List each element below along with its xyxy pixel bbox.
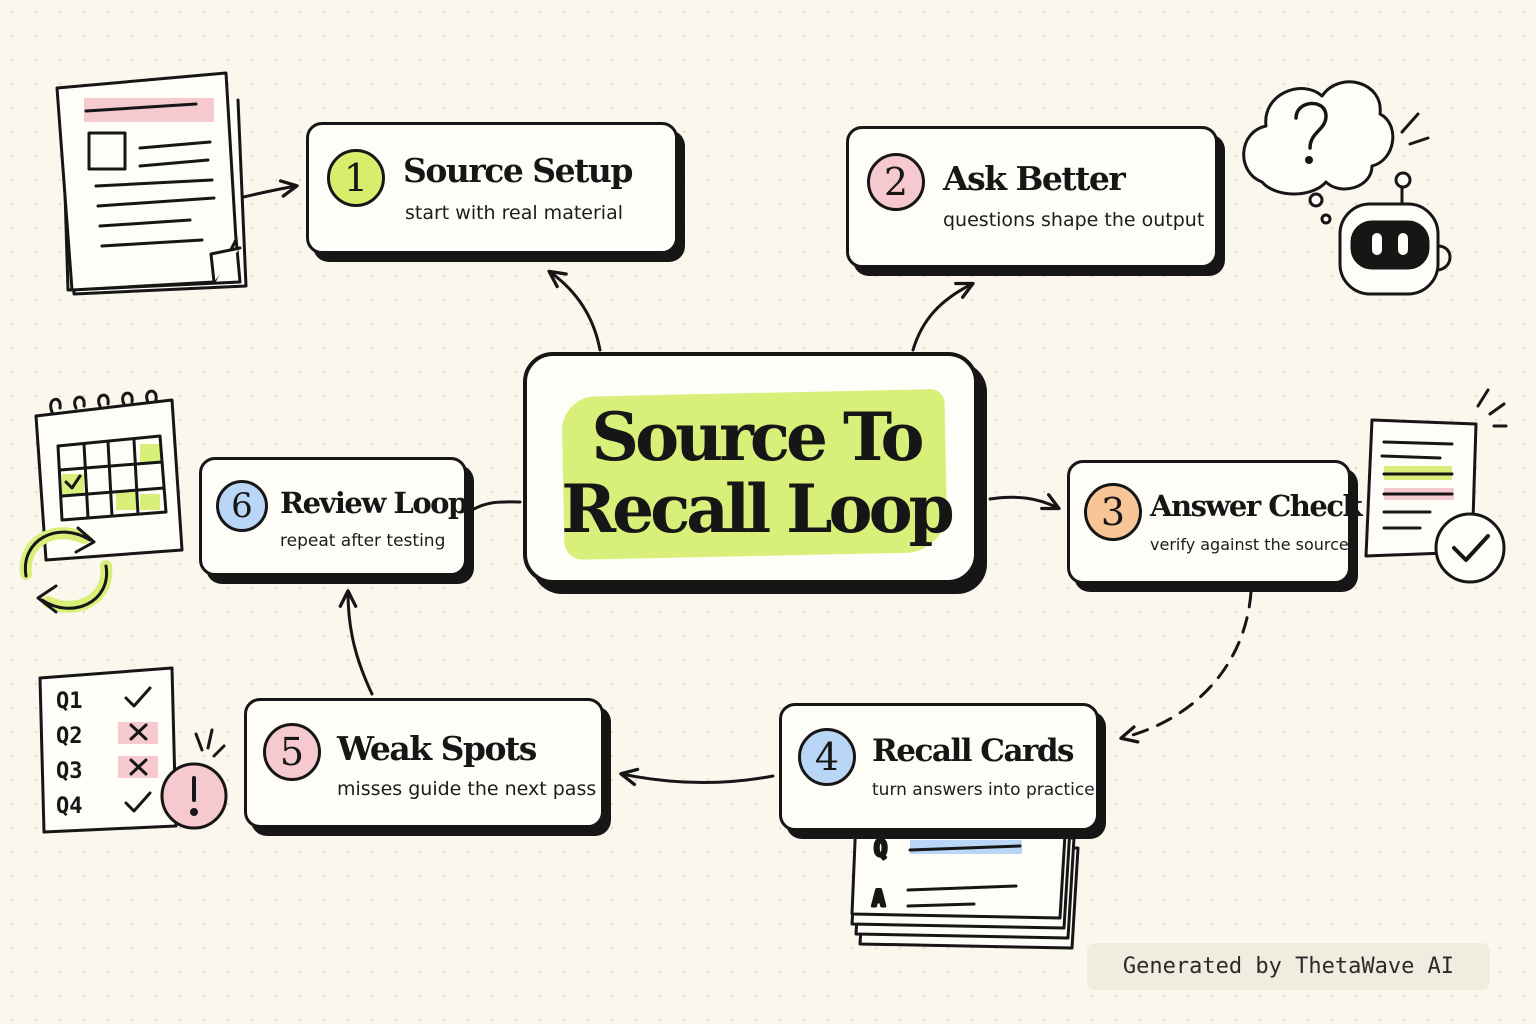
watermark-text: Generated by ThetaWave AI (1122, 954, 1455, 979)
check-icon (124, 686, 152, 708)
step-card-answer-check: 3 Answer Check verify against the source (1067, 460, 1363, 584)
step-title: Weak Spots (337, 729, 537, 768)
step-subtitle: misses guide the next pass (337, 778, 597, 800)
step-number-badge: 1 (327, 149, 385, 207)
check-icon (124, 791, 152, 813)
arrow-step5-to-step6 (338, 589, 374, 696)
center-title-line-2: Recall Loop (561, 470, 955, 548)
arrow-center-to-step3 (988, 493, 1061, 511)
step-number-badge: 4 (798, 728, 856, 786)
robot-icon (1338, 171, 1452, 296)
connector-step6-to-center (470, 500, 522, 512)
step-number-badge: 3 (1084, 483, 1142, 541)
refresh-icon (19, 526, 113, 614)
center-title-line-1: Source To (591, 398, 924, 476)
arrow-step4-to-step5 (619, 767, 775, 787)
step-title: Answer Check (1150, 489, 1363, 523)
step-title: Review Loop (280, 486, 468, 520)
step-number-badge: 6 (216, 480, 268, 532)
step-subtitle: questions shape the output (943, 209, 1205, 231)
step-title: Recall Cards (872, 733, 1075, 769)
calendar-refresh-icon (19, 389, 184, 614)
step-number-badge: 5 (263, 723, 321, 781)
step-card-source-setup: 1 Source Setup start with real material (306, 122, 678, 254)
step-card-review-loop: 6 Review Loop repeat after testing (199, 457, 468, 576)
cross-icon (129, 723, 148, 741)
quiz-row-label: Q4 (56, 794, 83, 819)
flashcards-icon: Q A (850, 816, 1080, 950)
arrow-center-to-step2 (911, 281, 975, 352)
thought-bubble-question-icon (1242, 80, 1430, 225)
quiz-row-label: Q3 (56, 759, 83, 784)
step-title: Source Setup (403, 151, 633, 190)
arrow-center-to-step1 (547, 269, 602, 352)
flashcard-question-label: Q (874, 837, 887, 862)
step-number-badge: 2 (867, 153, 925, 211)
watermark-badge: Generated by ThetaWave AI (1087, 943, 1490, 990)
connector-arrows (212, 179, 1253, 787)
step-subtitle: verify against the source (1150, 535, 1349, 554)
step-subtitle: repeat after testing (280, 531, 446, 551)
flashcard-answer-label: A (872, 887, 885, 912)
quiz-row-label: Q2 (56, 724, 83, 749)
cross-icon (129, 758, 148, 776)
step-card-weak-spots: 5 Weak Spots misses guide the next pass (244, 698, 604, 828)
document-icon (55, 71, 248, 296)
quiz-row-label: Q1 (56, 689, 83, 714)
step-subtitle: start with real material (405, 202, 623, 224)
step-card-recall-cards: 4 Recall Cards turn answers into practic… (779, 703, 1099, 831)
step-card-ask-better: 2 Ask Better questions shape the output (846, 126, 1218, 268)
step-title: Ask Better (943, 159, 1126, 198)
step-subtitle: turn answers into practice (872, 780, 1095, 800)
verified-document-icon (1364, 388, 1508, 584)
arrow-step3-to-step4-dashed (1119, 590, 1253, 744)
